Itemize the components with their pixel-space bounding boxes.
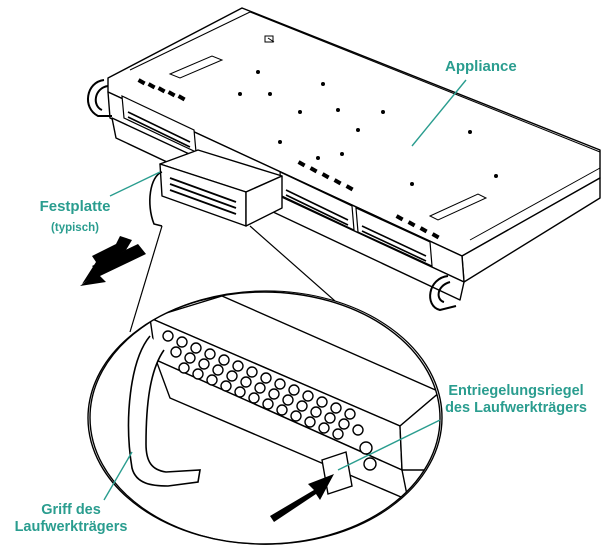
pull-arrow-shape xyxy=(80,244,146,286)
drive-side xyxy=(245,175,283,227)
label-griff-line2: Laufwerkträgers xyxy=(14,518,128,535)
cover-dots xyxy=(238,70,498,186)
pull-out-arrow xyxy=(82,236,132,284)
label-riegel-line2: des Laufwerkträgers xyxy=(445,399,587,416)
drive-bay-4 xyxy=(355,207,433,267)
press-latch-arrow xyxy=(270,474,334,522)
label-entriegelungsriegel: Entriegelungsriegel des Laufwerkträgers xyxy=(438,383,594,416)
leader-festplatte xyxy=(109,171,161,197)
drive-bay-grills xyxy=(127,111,427,262)
server-chassis xyxy=(107,7,601,301)
carrier-handle-closeup xyxy=(127,335,201,487)
drive-front-grill xyxy=(169,177,237,215)
drive-small-handle xyxy=(149,171,163,227)
leader-lines xyxy=(103,79,467,501)
detail-drive-closeup xyxy=(127,295,440,502)
detail-circle-outline xyxy=(87,291,441,545)
leader-riegel xyxy=(337,419,441,471)
vent-slots xyxy=(137,78,440,240)
leader-griff xyxy=(103,451,133,501)
drive-bays xyxy=(121,95,433,267)
label-griff: Griff des Laufwerkträgers xyxy=(5,502,137,535)
rack-handles xyxy=(87,79,457,312)
left-rack-handle xyxy=(87,79,112,117)
right-rack-handle xyxy=(429,275,457,312)
label-appliance: Appliance xyxy=(445,58,517,75)
leader-appliance xyxy=(411,79,467,147)
cover-details xyxy=(129,11,601,241)
label-festplatte: Festplatte xyxy=(39,198,111,215)
label-riegel-line1: Entriegelungsriegel xyxy=(448,383,584,399)
label-festplatte-note: (typisch) xyxy=(51,222,99,234)
label-griff-line1: Griff des xyxy=(41,502,101,518)
